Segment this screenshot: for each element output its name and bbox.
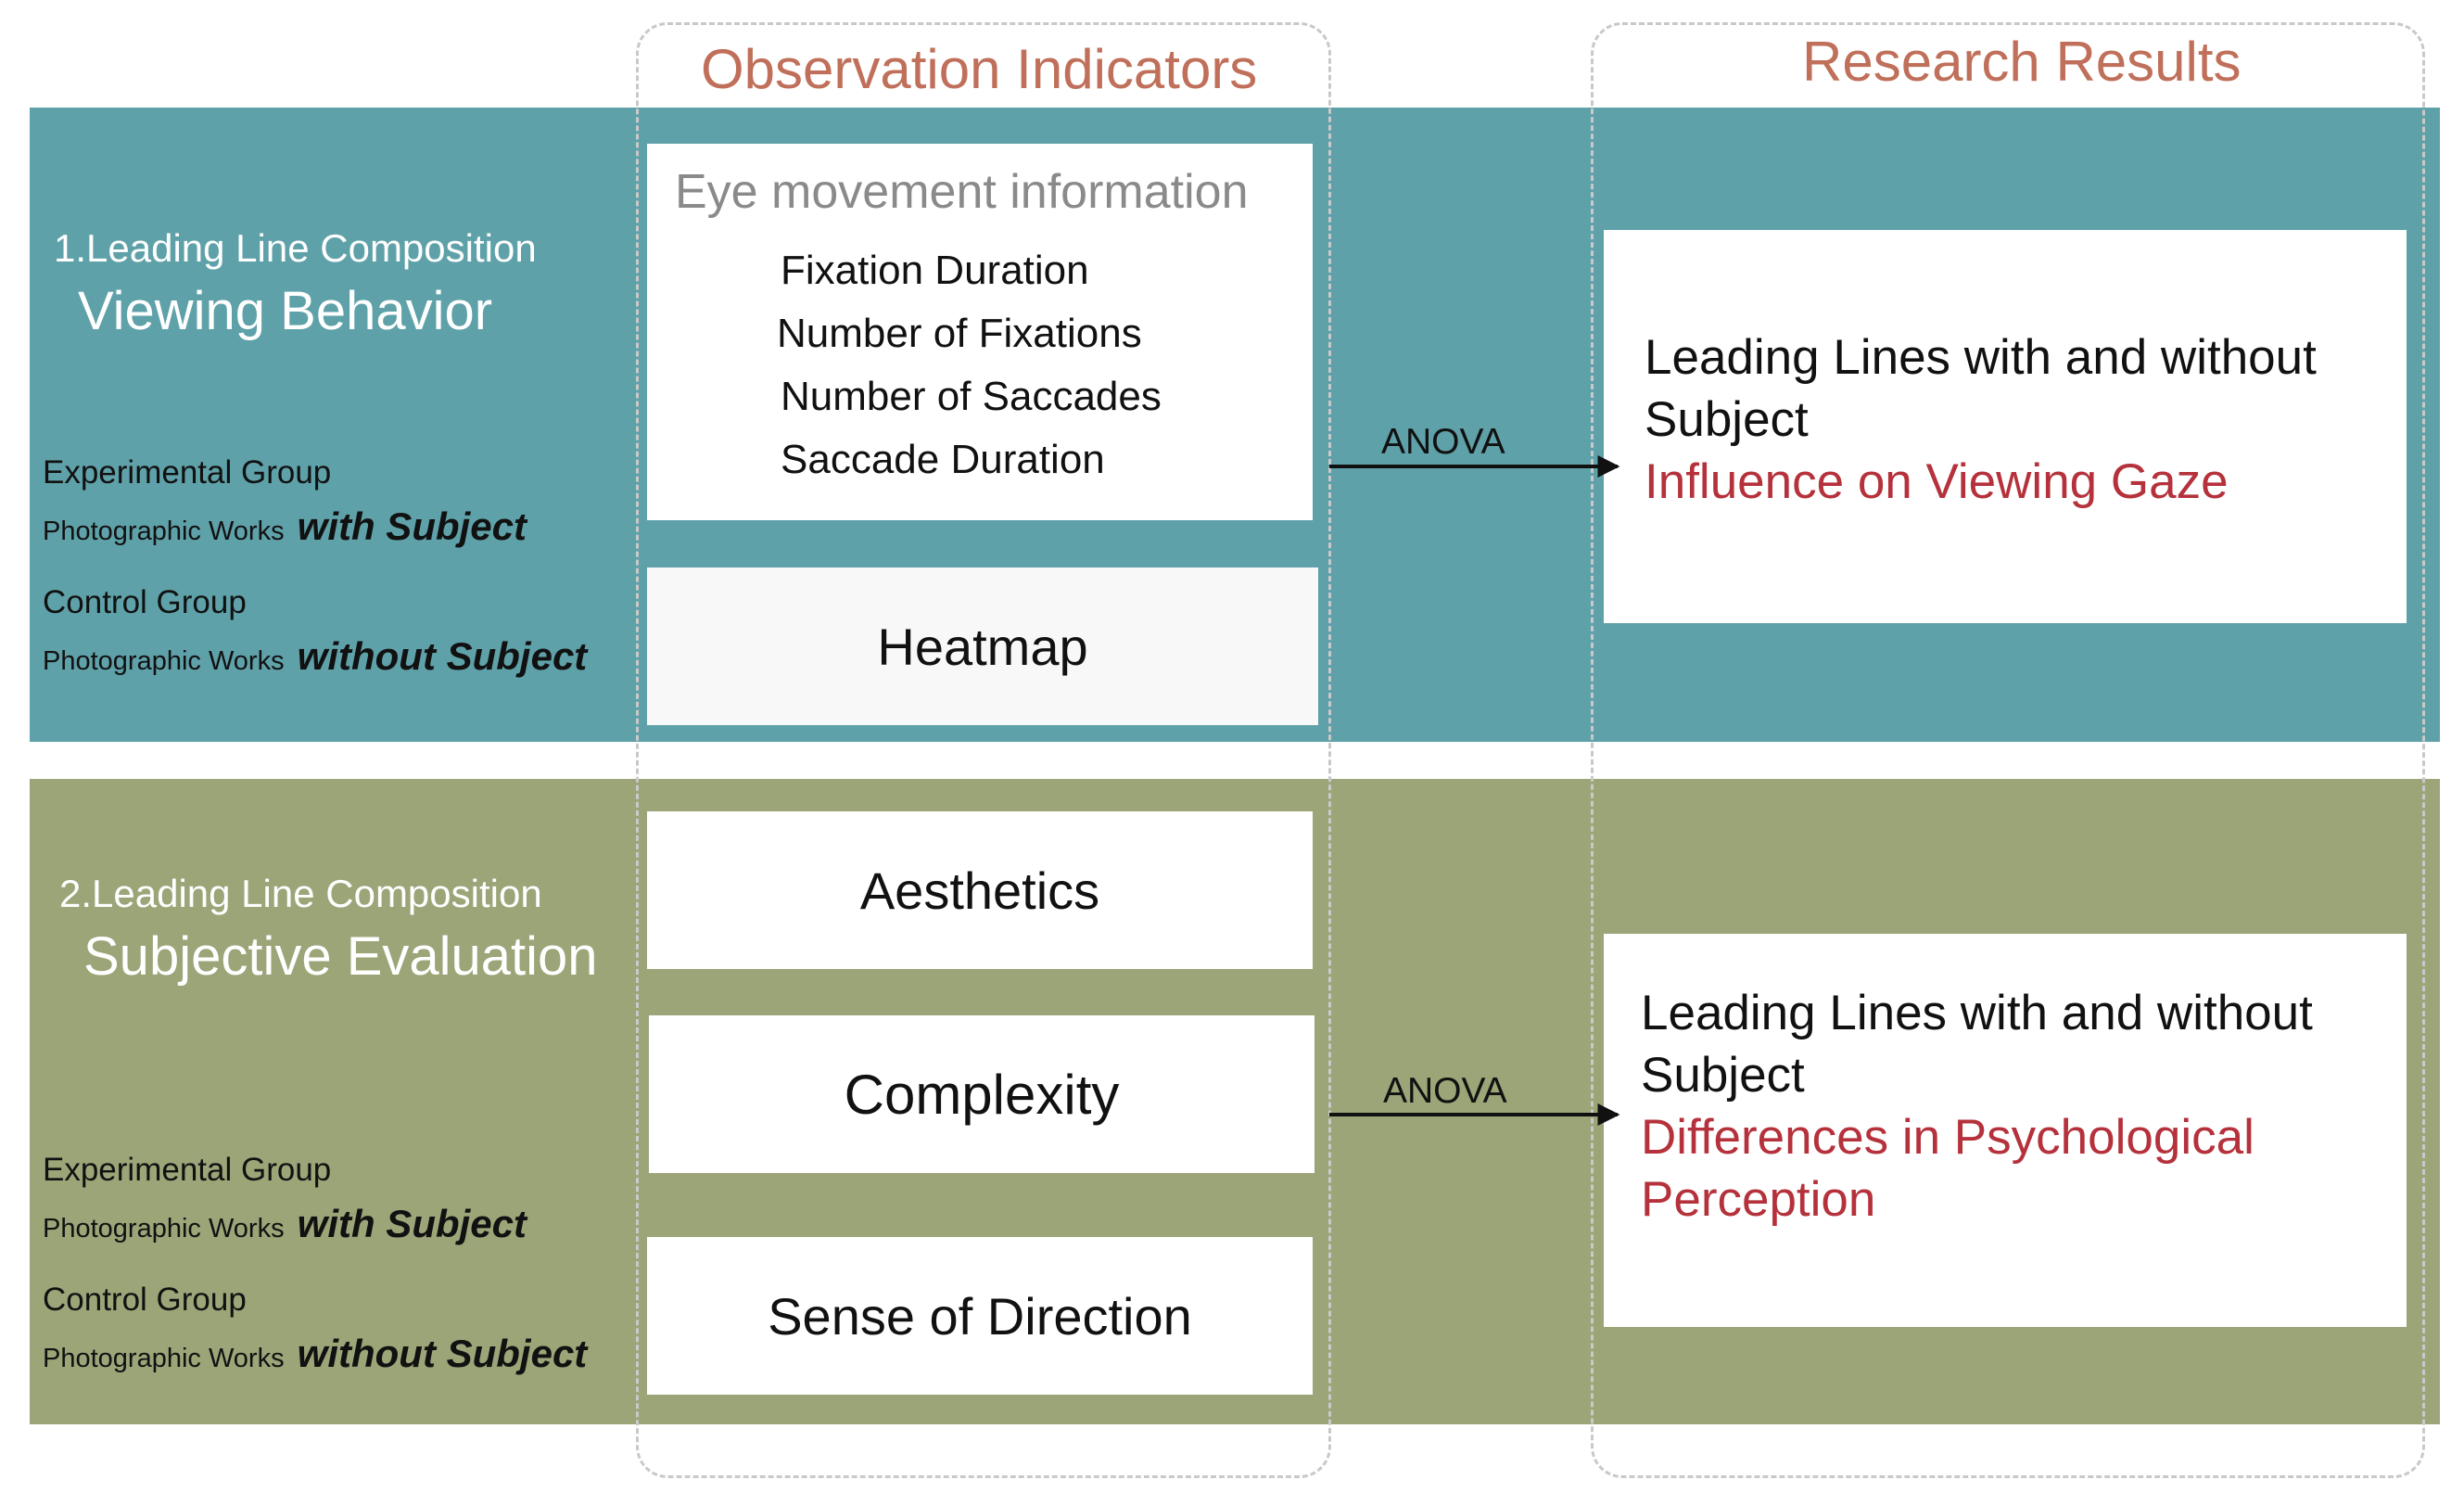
section2-anova-label: ANOVA [1383,1071,1507,1111]
section1-title: Viewing Behavior [78,281,493,341]
section2-title: Subjective Evaluation [83,926,598,987]
without-subject-label: without Subject [297,1332,588,1375]
works-label: Photographic Works [43,646,285,676]
works-label: Photographic Works [43,1344,285,1373]
complexity-label: Complexity [844,1063,1120,1126]
section1-result-text: Leading Lines with and without Subject I… [1645,326,2317,513]
result-line: Leading Lines with and without [1645,330,2317,385]
aesthetics-label: Aesthetics [859,861,1100,920]
eye-movement-title: Eye movement information [675,165,1249,219]
without-subject-label: without Subject [297,634,588,678]
results-column-frame [1591,22,2425,1478]
indicator-saccade-duration: Saccade Duration [781,437,1105,482]
experimental-works-line: Photographic Works with Subject [43,504,527,549]
observation-indicators-title: Observation Indicators [701,38,1258,100]
section1-result-box: Leading Lines with and without Subject I… [1604,230,2407,623]
works-label: Photographic Works [43,517,285,546]
control-works-line: Photographic Works without Subject [43,634,587,679]
experimental-group-label: Experimental Group [43,454,332,491]
result-line: Leading Lines with and without [1641,986,2313,1040]
complexity-box: Complexity [649,1015,1315,1173]
section2-experimental-group: Experimental Group Photographic Works wi… [43,1152,527,1246]
result-highlight: Perception [1641,1172,1876,1227]
section2-number-label: 2.Leading Line Composition [59,872,542,915]
section2-result-text: Leading Lines with and without Subject D… [1641,982,2313,1231]
result-line: Subject [1645,392,1809,447]
experimental-group-label: Experimental Group [43,1152,332,1188]
control-group-label: Control Group [43,1282,247,1318]
heatmap-box: Heatmap [647,568,1318,725]
research-results-title: Research Results [1802,31,2242,93]
control-works-line: Photographic Works without Subject [43,1332,587,1376]
section1-anova-label: ANOVA [1381,422,1505,462]
section1-control-group: Control Group Photographic Works without… [43,584,587,679]
with-subject-label: with Subject [297,1202,527,1245]
heatmap-label: Heatmap [877,617,1088,676]
sense-of-direction-label: Sense of Direction [768,1286,1192,1346]
result-line: Subject [1641,1048,1805,1103]
indicator-number-of-saccades: Number of Saccades [781,374,1162,419]
observation-column-frame [636,22,1331,1478]
section1-experimental-group: Experimental Group Photographic Works wi… [43,454,527,549]
section2-control-group: Control Group Photographic Works without… [43,1282,587,1376]
works-label: Photographic Works [43,1214,285,1244]
control-group-label: Control Group [43,584,247,620]
indicator-fixation-duration: Fixation Duration [781,248,1089,293]
aesthetics-box: Aesthetics [647,811,1313,969]
with-subject-label: with Subject [297,504,527,548]
result-highlight: Differences in Psychological [1641,1110,2254,1165]
indicator-number-of-fixations: Number of Fixations [777,311,1142,356]
section2-result-box: Leading Lines with and without Subject D… [1604,934,2407,1327]
section1-number-label: 1.Leading Line Composition [54,226,537,270]
eye-movement-box: Eye movement information Fixation Durati… [647,144,1313,520]
experimental-works-line: Photographic Works with Subject [43,1202,527,1246]
sense-of-direction-box: Sense of Direction [647,1237,1313,1395]
result-highlight: Influence on Viewing Gaze [1645,454,2229,509]
